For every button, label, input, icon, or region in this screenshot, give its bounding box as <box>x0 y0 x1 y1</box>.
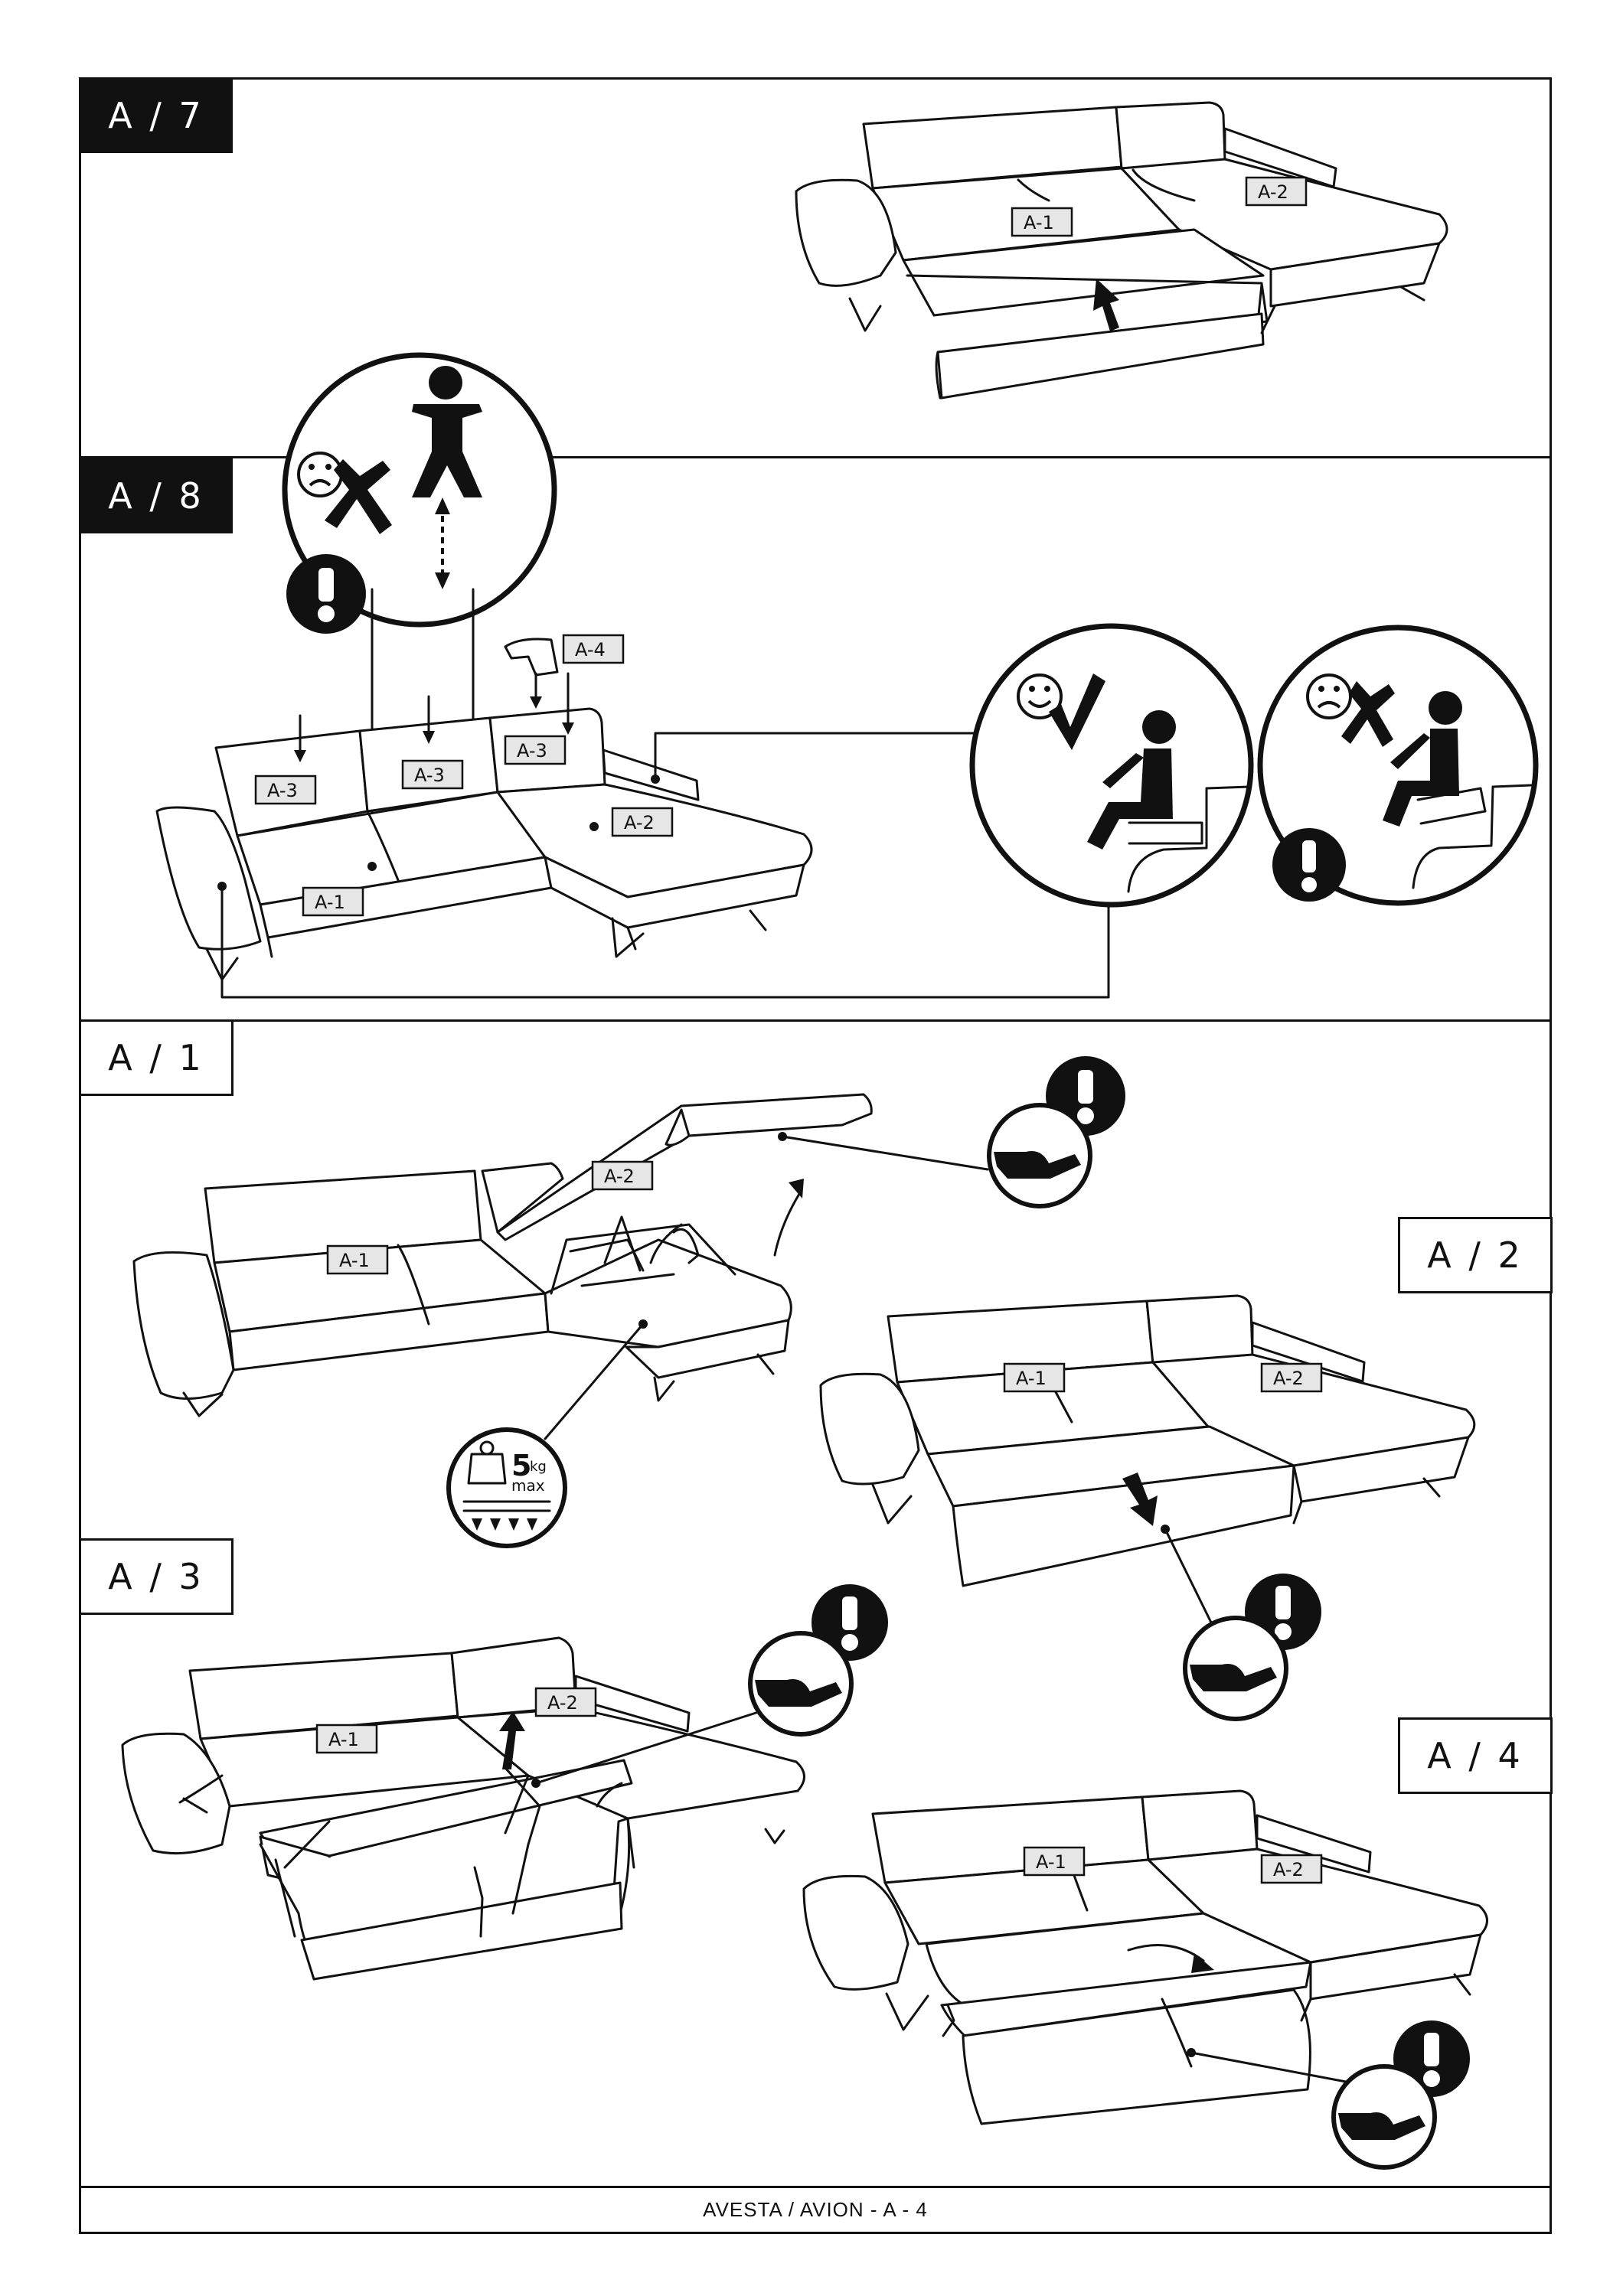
cross-icon <box>1341 681 1395 747</box>
weight-qualifier: max <box>511 1476 545 1495</box>
sofa-a2 <box>819 1294 1476 1721</box>
part-tag-a1: A-1 <box>315 1724 378 1754</box>
svg-text:A-1: A-1 <box>1016 1368 1047 1389</box>
svg-text:A-2: A-2 <box>547 1692 578 1714</box>
part-tag-a2: A-2 <box>1260 1362 1323 1393</box>
weight-unit: kg <box>530 1459 547 1475</box>
step-label-a8: A / 8 <box>80 458 233 533</box>
part-tag-a1: A-1 <box>326 1244 389 1275</box>
sitting-wrong <box>1257 625 1539 906</box>
check-icon <box>1049 673 1105 750</box>
svg-text:A-1: A-1 <box>1036 1851 1066 1873</box>
divider-a8-a1 <box>79 1019 1552 1022</box>
part-tag-a1: A-1 <box>1003 1362 1066 1393</box>
sofa-a4 <box>802 1789 1488 2170</box>
divider-footer <box>79 2186 1552 2188</box>
part-tag-a2: A-2 <box>534 1687 597 1717</box>
cross-icon <box>325 459 392 534</box>
part-tag-a3: A-3 <box>504 735 567 765</box>
sofa-a8 <box>155 638 1110 999</box>
svg-text:A-1: A-1 <box>328 1729 359 1750</box>
part-tag-a4: A-4 <box>562 634 625 664</box>
divider-a7-a8 <box>79 456 1552 458</box>
svg-text:A-2: A-2 <box>1273 1368 1304 1389</box>
svg-text:A-3: A-3 <box>414 765 445 786</box>
part-tag-a2: A-2 <box>1245 176 1308 207</box>
step-label-a4: A / 4 <box>1398 1717 1553 1794</box>
part-tag-a3: A-3 <box>401 759 464 790</box>
person-standing-icon <box>412 366 482 497</box>
step-label-a1: A / 1 <box>79 1019 233 1096</box>
sad-face-icon <box>297 452 343 497</box>
svg-text:A-1: A-1 <box>1024 212 1054 233</box>
part-tag-a1: A-1 <box>1011 207 1073 237</box>
part-tag-a2: A-2 <box>611 807 674 837</box>
step-label-a2: A / 2 <box>1398 1217 1553 1293</box>
svg-text:A-1: A-1 <box>315 892 345 913</box>
hand-hold-icon <box>1331 2064 1437 2170</box>
part-tag-a3: A-3 <box>254 775 317 805</box>
step-label-a3: A / 3 <box>79 1538 233 1615</box>
hand-hold-icon <box>987 1103 1092 1208</box>
svg-text:A-4: A-4 <box>575 639 606 660</box>
step-label-a7: A / 7 <box>80 78 233 153</box>
warning-icon <box>1272 828 1346 902</box>
hand-hold-icon <box>1183 1616 1288 1721</box>
part-tag-a2: A-2 <box>1260 1854 1323 1884</box>
svg-text:A-1: A-1 <box>339 1250 370 1271</box>
sofa-a3 <box>121 1584 888 1981</box>
page-footer: AVESTA / AVION - A - 4 <box>703 2197 928 2221</box>
svg-text:A-2: A-2 <box>604 1166 635 1187</box>
standing-on-sofa-warning <box>282 352 596 874</box>
svg-text:A-2: A-2 <box>1258 181 1288 203</box>
part-tag-a1: A-1 <box>1023 1846 1086 1877</box>
part-tag-a1: A-1 <box>302 886 364 917</box>
person-sitting-icon <box>1383 691 1462 827</box>
weight-value: 5 <box>511 1449 531 1482</box>
warning-icon <box>286 554 366 634</box>
svg-text:A-2: A-2 <box>1273 1859 1304 1880</box>
happy-face-icon <box>1017 673 1063 719</box>
sitting-ok <box>969 623 1254 908</box>
svg-text:A-3: A-3 <box>267 780 298 801</box>
part-tag-a2: A-2 <box>591 1160 654 1191</box>
svg-text:A-2: A-2 <box>624 812 655 833</box>
weight-icon: 5 kg max <box>446 1427 567 1548</box>
page-frame <box>79 77 1552 2234</box>
hand-hold-icon <box>748 1631 854 1737</box>
svg-text:A-3: A-3 <box>517 740 547 762</box>
sofa-a7 <box>795 101 1448 400</box>
part-tags: A-1 A-2 A-4 A-3 A-3 A-3 A-2 A-1 A-2 A-1 … <box>254 176 1323 1884</box>
person-sitting-icon <box>1087 710 1176 850</box>
sad-face-icon <box>1306 673 1352 719</box>
sofa-a1: 5 kg max <box>132 1056 1125 1548</box>
